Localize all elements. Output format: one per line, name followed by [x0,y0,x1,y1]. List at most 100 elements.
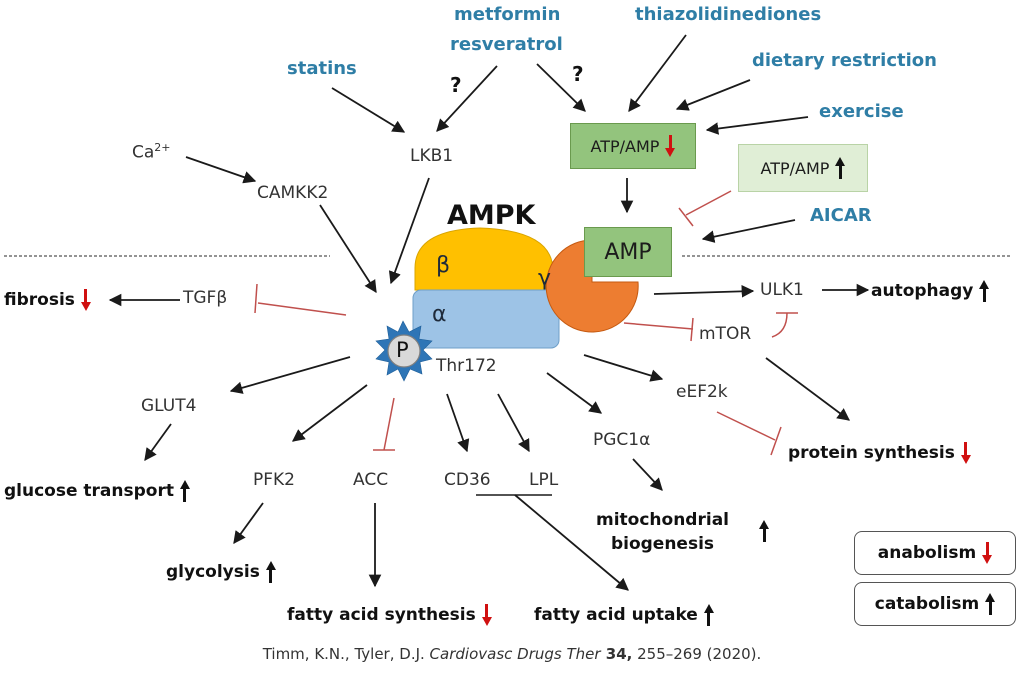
arrow-lkb1-ampk [388,177,430,285]
outcome-glycolysis: glycolysis [166,561,276,583]
up-arrow-icon [179,480,190,502]
arrow-ampk-cd36 [446,393,470,453]
autophagy-label: autophagy [871,281,974,301]
arrow-ampk-glut4 [229,356,351,394]
label-camkk2: CAMKK2 [257,183,329,203]
outcome-fatty-acid-uptake: fatty acid uptake [534,604,714,626]
phospho-label: P [396,338,409,362]
ampk-title: AMPK [447,200,536,231]
arrow-statins-lkb1 [331,87,406,133]
label-pgc1a: PGC1α [593,430,651,450]
outcome-fatty-acid-synthesis: fatty acid synthesis [287,604,492,626]
catabolism-label: catabolism [874,594,980,614]
label-aicar: AICAR [810,205,872,226]
arrow-ca-camkk2 [185,156,257,184]
up-arrow-icon [703,604,714,626]
down-arrow-icon [481,604,492,626]
arrow-pgc1a-mito [632,458,663,491]
down-arrow-icon [80,289,91,311]
label-statins: statins [287,58,357,79]
label-exercise: exercise [819,101,904,122]
alpha-label: α [432,302,447,327]
label-glut4: GLUT4 [141,396,197,416]
down-arrow-icon [982,542,993,564]
inhibit-ampk-tgfb [254,283,347,316]
beta-label: β [436,253,451,278]
arrow-aicar-amp [701,219,796,243]
label-thiazolidinediones: thiazolidinediones [635,4,822,25]
question-mark-lkb1: ? [450,73,462,97]
arrow-glut4-glucose [144,423,172,462]
label-resveratrol: resveratrol [450,34,563,55]
label-pfk2: PFK2 [253,470,295,490]
up-arrow-icon [835,157,846,179]
biogenesis-label: biogenesis [610,534,715,554]
alpha-subunit [412,289,560,349]
phospho-circle [387,334,421,368]
fibrosis-label: fibrosis [4,290,75,310]
gamma-subunit [545,239,639,333]
label-lpl: LPL [529,470,559,490]
citation-authors: Timm, K.N., Tyler, D.J. [262,645,430,663]
legend-catabolism: catabolism [854,582,1016,626]
arrow-exercise-atpamp [705,116,809,135]
fatty-acid-synthesis-label: fatty acid synthesis [287,605,476,625]
citation-pages: 255–269 (2020). [632,645,762,663]
arrow-diet-atpamp [675,79,751,111]
legend-anabolism: anabolism [854,531,1016,575]
inhibit-ampk-mtor [623,317,694,342]
outcome-mitochondrial-biogenesis: mitochondrial biogenesis [596,508,729,556]
ampk-complex [375,227,639,382]
up-arrow-icon [985,593,996,615]
arrow-tzd-atpamp [628,34,687,113]
label-mtor: mTOR [699,324,752,344]
arrow-ampk-lpl [497,393,530,453]
label-metformin: metformin [454,4,561,25]
up-arrow-icon [979,280,990,302]
label-dietary-restriction: dietary restriction [752,50,937,71]
atp-amp-low-label: ATP/AMP [590,136,660,156]
outcome-autophagy: autophagy [871,280,990,302]
outcome-glucose-transport: glucose transport [4,480,190,502]
inhibit-ampk-acc [373,397,395,451]
arrow-ampk-eef2k [583,354,664,382]
citation: Timm, K.N., Tyler, D.J. Cardiovasc Drugs… [0,645,1024,663]
inhibit-eef2k-protein [716,411,782,456]
inhibit-mtor-ulk1 [771,312,798,338]
label-lkb1: LKB1 [410,146,454,166]
label-eef2k: eEF2k [676,382,728,402]
arrow-mtor-protein [765,357,851,421]
arrow-ampk-pgc1a [546,372,603,414]
down-arrow-icon [665,135,676,157]
arrow-metformin-lkb1 [436,65,498,132]
box-atp-amp-low: ATP/AMP [570,123,696,169]
arrow-camkk2-ampk [319,204,377,294]
beta-subunit [414,227,556,291]
outcome-protein-synthesis: protein synthesis [788,442,971,464]
down-arrow-icon [960,442,971,464]
mitochondrial-label: mitochondrial [596,510,729,530]
anabolism-label: anabolism [877,543,977,563]
question-mark-atpamp: ? [572,62,584,86]
arrow-metformin-atpamp [536,63,586,112]
amp-label: AMP [604,239,652,265]
citation-journal: Cardiovasc Drugs Ther [429,645,601,663]
up-arrow-icon [265,561,276,583]
calcium-symbol: Ca [132,142,155,163]
box-atp-amp-high: ATP/AMP [738,144,868,192]
label-calcium: Ca2+ [132,142,171,162]
calcium-charge: 2+ [154,141,171,154]
mitochondrial-up-arrow-icon [759,520,769,544]
atp-amp-high-label: ATP/AMP [760,158,830,178]
label-acc: ACC [353,470,389,490]
outcome-fibrosis: fibrosis [4,289,91,311]
arrow-pfk2-glycolysis [233,502,264,545]
label-cd36: CD36 [444,470,491,490]
citation-volume: 34, [600,645,633,663]
glucose-transport-label: glucose transport [4,481,174,501]
fatty-acid-uptake-label: fatty acid uptake [534,605,698,625]
gamma-label: γ [538,266,552,291]
arrow-ampk-pfk2 [291,384,368,442]
arrow-ampk-ulk1 [653,285,755,298]
